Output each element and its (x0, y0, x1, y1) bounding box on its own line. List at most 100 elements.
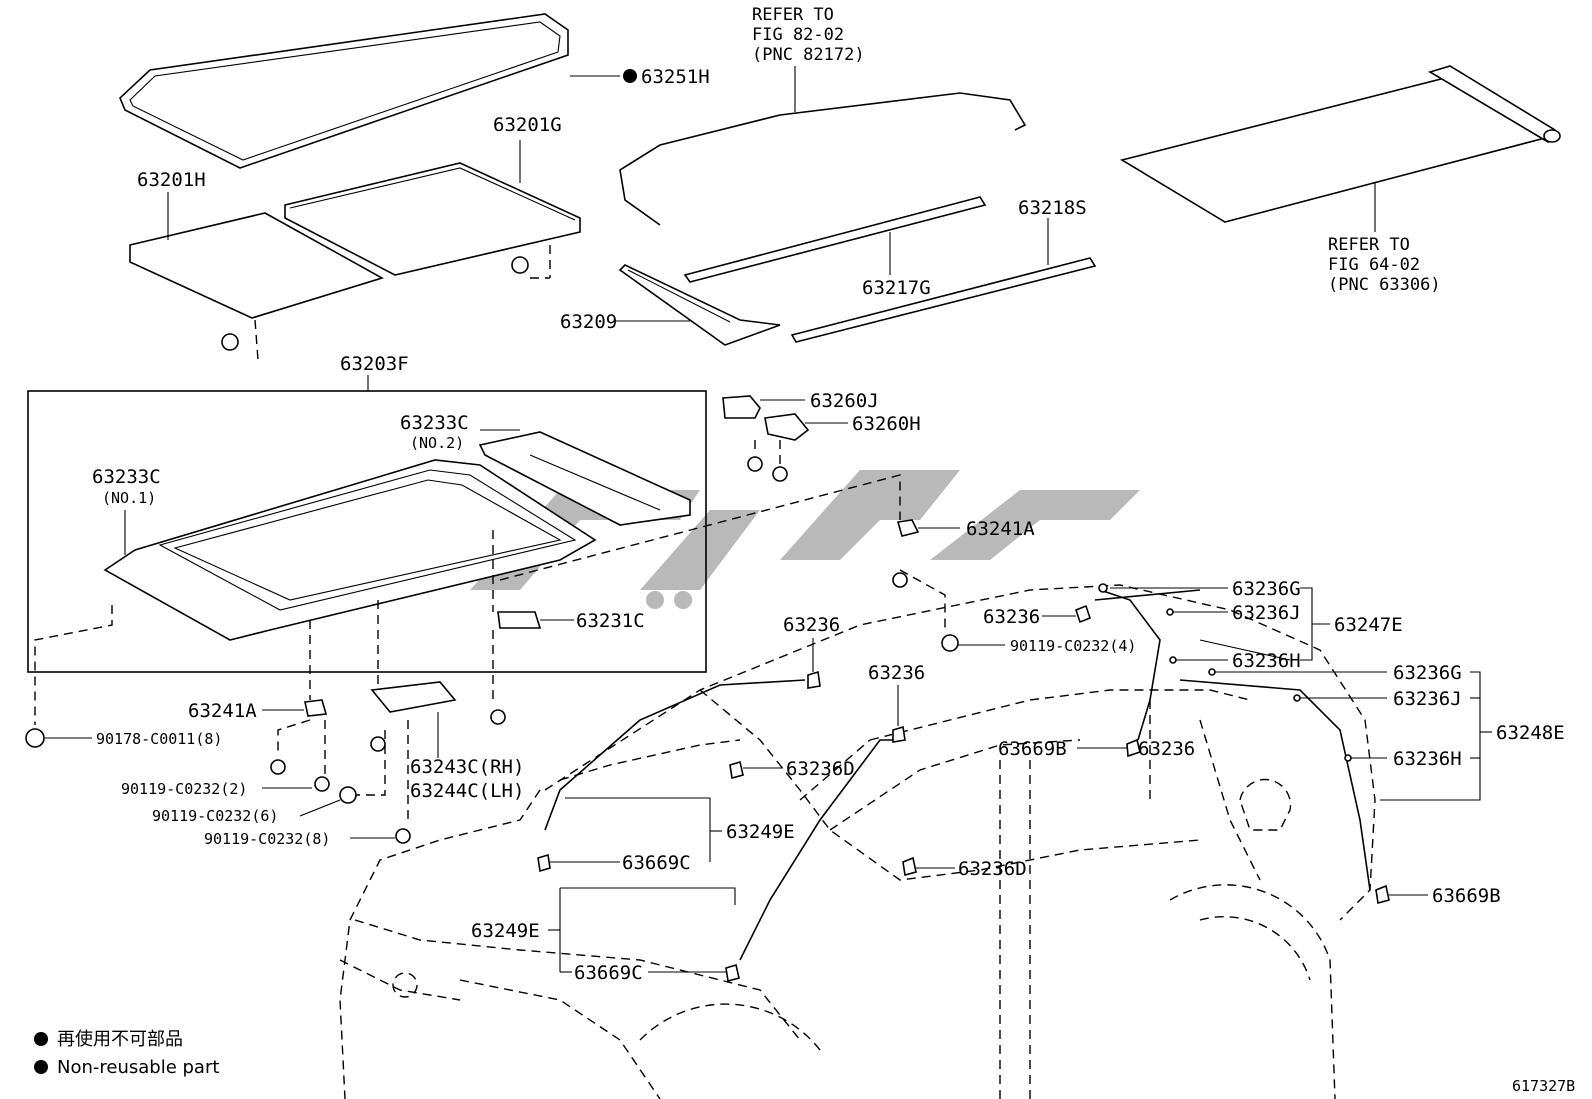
figure-id: 617327B (1512, 1077, 1575, 1095)
label-no2: (NO.2) (410, 434, 464, 452)
ref-text-line3: (PNC 82172) (752, 45, 865, 65)
label-90119-C0232-6: 90119-C0232(6) (152, 807, 278, 825)
label-no1: (NO.1) (102, 489, 156, 507)
label-63249E-a: 63249E (726, 821, 795, 843)
glass-seal-part (119, 13, 569, 169)
dash-63201H (254, 319, 259, 361)
label-63241A-top: 63241A (966, 518, 1035, 540)
ref-text-line2: FIG 82-02 (752, 25, 844, 45)
clamp-icon (1293, 694, 1301, 702)
label-63247E: 63247E (1334, 614, 1403, 636)
sunshade-roller (1119, 65, 1561, 223)
label-63236J-mid: 63236J (1393, 688, 1462, 710)
clamp-63236 (1075, 604, 1091, 624)
clamp-63669C-b (725, 963, 740, 983)
drain-hose-lines (544, 589, 1371, 961)
clamp-63236D-b (902, 856, 917, 877)
ref-text-line1: REFER TO (752, 5, 834, 25)
motor-63260J (722, 395, 761, 419)
label-63669C-a: 63669C (622, 852, 691, 874)
weatherstrip-63218S (790, 257, 1097, 343)
non-reusable-mark (623, 69, 637, 83)
label-63236G-mid: 63236G (1393, 662, 1462, 684)
bracket-63248E (1380, 671, 1481, 801)
label-63669B-b: 63669B (1432, 885, 1501, 907)
label-63251H: 63251H (641, 66, 710, 88)
vehicle-outline (339, 584, 1376, 1099)
label-63236-c: 63236 (868, 662, 925, 684)
bolt-icon (490, 709, 506, 725)
dash-line (277, 719, 311, 755)
label-63233C-no1: 63233C (92, 466, 161, 488)
label-63217G: 63217G (862, 277, 931, 299)
glass-panel-front (129, 212, 385, 319)
dash-line (34, 605, 113, 725)
label-63201G: 63201G (493, 114, 562, 136)
bolt-icon (270, 759, 286, 775)
label-63209: 63209 (560, 311, 617, 333)
clamp-icon (1208, 668, 1216, 676)
assembly-box-63203F (27, 390, 707, 673)
label-63248E: 63248E (1496, 722, 1565, 744)
clamp-63669B-b (1375, 884, 1390, 905)
bolt-icon (314, 776, 330, 792)
bolt-icon (941, 634, 959, 652)
leader-90119-6 (299, 799, 341, 817)
bolt-icon (395, 828, 411, 844)
dash-line (355, 730, 386, 796)
bracket-63243C (370, 681, 457, 713)
label-63669B-a: 63669B (998, 738, 1067, 760)
label-63236G-top: 63236G (1232, 578, 1301, 600)
label-63236H-mid: 63236H (1393, 748, 1462, 770)
wire-harness (619, 92, 1027, 226)
dash-line (899, 569, 946, 630)
sunroof-frame (103, 431, 691, 641)
label-90119-C0232-4: 90119-C0232(4) (1010, 637, 1136, 655)
legend-jp: 再使用不可部品 (57, 1029, 183, 1050)
label-90119-C0232-2: 90119-C0232(2) (121, 780, 247, 798)
label-63218S: 63218S (1018, 197, 1087, 219)
ref2-text-line2: FIG 64-02 (1328, 255, 1420, 275)
label-63236D-b: 63236D (958, 858, 1027, 880)
bolt-icon (892, 572, 908, 588)
bracket-63249E-b (560, 887, 736, 905)
bolt-icon (370, 736, 386, 752)
label-63669C-b: 63669C (574, 962, 643, 984)
label-63249E-b: 63249E (471, 920, 540, 942)
clamp-63669C (537, 853, 551, 873)
legend-en: Non-reusable part (57, 1057, 219, 1078)
ref2-text-line1: REFER TO (1328, 235, 1410, 255)
label-63243C: 63243C(RH) (410, 756, 524, 778)
label-63203F: 63203F (340, 353, 409, 375)
leader-63247E-b (1199, 639, 1291, 661)
clamp-icon (1166, 608, 1174, 616)
label-63231C: 63231C (576, 610, 645, 632)
clamp-63236-c (892, 725, 906, 743)
bracket-63241A-left (304, 699, 328, 717)
label-63260J: 63260J (810, 390, 879, 412)
glass-panel-rear (284, 162, 581, 276)
clip-icon (511, 256, 529, 274)
deflector-part (618, 264, 781, 346)
ref2-text-line3: (PNC 63306) (1328, 275, 1441, 295)
legend-dot-jp (34, 1032, 48, 1046)
clamp-63236-b (807, 670, 821, 689)
bracket-63247E (1300, 587, 1313, 661)
label-63236-d: 63236 (1138, 738, 1195, 760)
clamp-icon (1169, 656, 1177, 664)
bracket-63241A (896, 519, 920, 537)
label-63236D-a: 63236D (786, 758, 855, 780)
label-63236-b: 63236 (783, 614, 840, 636)
weatherstrip-63217G (683, 196, 987, 283)
label-63241A-left: 63241A (188, 700, 257, 722)
clamp-63669B (1126, 738, 1141, 758)
clip-icon (339, 786, 357, 804)
clamp-63236D (729, 760, 744, 780)
clip-icon (25, 728, 45, 748)
label-63236H-top: 63236H (1232, 650, 1301, 672)
dash-line (499, 474, 901, 581)
bolt-icon (747, 456, 763, 472)
legend-dot-en (34, 1060, 48, 1074)
clamp-icon (1344, 754, 1352, 762)
